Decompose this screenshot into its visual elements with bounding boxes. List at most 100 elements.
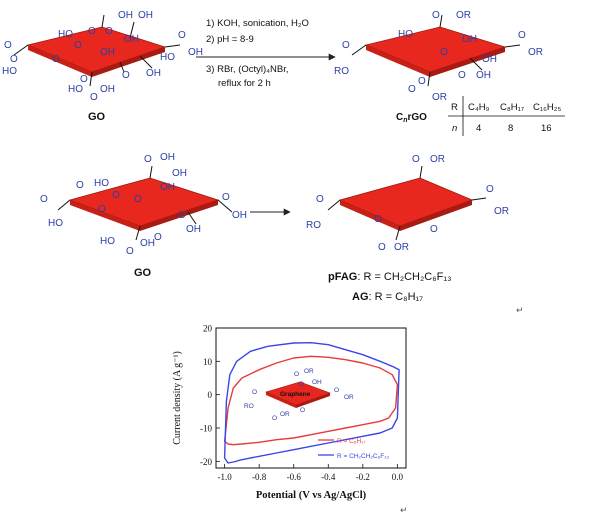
group-label: O (374, 214, 382, 225)
group-label: O (126, 246, 134, 257)
group-label: OH (118, 10, 133, 21)
y-tick-label: -10 (200, 424, 212, 434)
pfag-definition: pFAG: R = CH₂CH₂C₆F₁₃ (328, 271, 452, 283)
group-label: HO (100, 236, 115, 247)
group-label: O (294, 371, 299, 378)
table-cell: 16 (541, 123, 552, 134)
svg-text:OH: OH (118, 10, 133, 21)
go-label-middle: GO (134, 267, 152, 279)
x-axis-label: Potential (V vs Ag/AgCl) (256, 490, 367, 501)
table-cell: C₄H₉ (468, 102, 490, 113)
group-label: O (52, 54, 60, 65)
condition-3: 3) RBr, (Octyl)₄NBr, (206, 64, 289, 75)
group-label: O (432, 10, 440, 21)
group-label: O (316, 194, 324, 205)
group-label: O (144, 154, 152, 165)
table-cell: 4 (476, 123, 481, 134)
x-tick-label: -0.4 (321, 472, 336, 482)
group-label: O (134, 194, 142, 205)
group-label: O (178, 210, 186, 221)
group-label: O (10, 54, 18, 65)
group-label: HO (94, 178, 109, 189)
group-label: RO (334, 66, 349, 77)
table-head-n: n (452, 123, 457, 134)
group-label: OH (140, 238, 155, 249)
table-head-r: R (451, 102, 458, 113)
group-label: OH (100, 84, 115, 95)
group-label: HO (68, 84, 83, 95)
return-mark-bottom: ↵ (400, 505, 408, 515)
group-label: OH (312, 379, 322, 386)
group-label: OR (528, 47, 543, 58)
group-label: OH (124, 34, 139, 45)
x-tick-label: -1.0 (218, 472, 233, 482)
group-label: O (486, 184, 494, 195)
group-label: OR (304, 368, 314, 375)
group-label: O (334, 387, 339, 394)
group-label: HO (58, 29, 73, 40)
group-label: O (518, 30, 526, 41)
y-tick-label: 20 (203, 324, 213, 334)
group-label: O (440, 47, 448, 58)
group-label: O (98, 204, 106, 215)
y-tick-label: -20 (200, 457, 212, 467)
group-label: O (4, 40, 12, 51)
chart-legend: R = C₈H₁₇ R = CH₂CH₂C₆F₁₃ (318, 438, 389, 460)
group-label: OH (100, 47, 115, 58)
pfag-sheet: O OR O OR O RO O O O OR (306, 154, 509, 253)
group-label: O (40, 194, 48, 205)
group-label: OH (146, 68, 161, 79)
group-label: OR (456, 10, 471, 21)
table-cell: C₈H₁₇ (500, 102, 524, 113)
return-mark-middle: ↵ (516, 305, 524, 315)
group-label: OR (494, 206, 509, 217)
group-label: O (458, 70, 466, 81)
condition-2: 2) pH = 8-9 (206, 34, 254, 45)
go-sheet-middle: O OH HO O O OH O O OH HO O O OH O OH HO … (40, 152, 247, 279)
series-line-fluorinated (223, 342, 400, 464)
group-label: O (408, 84, 416, 95)
substituent-table: R n C₄H₉ C₈H₁₇ C₁₆H₂₅ 4 8 16 (448, 96, 565, 136)
cnrgo-sheet: OR O HO OH O OR O RO O OH O OH O OR O Cn… (334, 10, 543, 124)
group-label: OH (186, 224, 201, 235)
group-label: O (122, 70, 130, 81)
group-label: RO (306, 220, 321, 231)
group-label: OH (160, 182, 175, 193)
x-tick-label: 0.0 (392, 472, 404, 482)
group-label: O (252, 389, 257, 396)
group-label: O (299, 381, 304, 388)
group-label: HO (160, 52, 175, 63)
group-label: OH (482, 54, 497, 65)
group-label: HO (2, 66, 17, 77)
cnrgo-label: CnrGO (396, 112, 427, 124)
group-label: O (272, 415, 277, 422)
group-label: O (178, 30, 186, 41)
ag-definition: AG: R = C₈H₁₇ (352, 291, 423, 303)
scheme-1: OH OH HO O O OH O OH O HO O O OH O OH HO… (2, 10, 565, 136)
group-label: O (74, 40, 82, 51)
group-label: OH (160, 152, 175, 163)
group-label: HO (48, 218, 63, 229)
group-label: O (378, 242, 386, 253)
group-label: OH (476, 70, 491, 81)
x-tick-label: -0.2 (356, 472, 370, 482)
group-label: OH (188, 47, 203, 58)
condition-4: reflux for 2 h (218, 78, 271, 89)
group-label: HO (398, 29, 413, 40)
scheme-2: O OH HO O O OH O O OH HO O O OH O OH HO … (40, 152, 524, 315)
go-sheet-left: OH OH HO O O OH O OH O HO O O OH O OH HO… (2, 10, 203, 123)
group-label: O (105, 26, 113, 37)
x-tick-label: -0.6 (287, 472, 302, 482)
group-label: O (88, 26, 96, 37)
group-label: OR (344, 394, 354, 401)
group-label: O (112, 190, 120, 201)
group-label: OR (432, 92, 447, 103)
y-tick-label: 0 (208, 390, 213, 400)
table-cell: C₁₆H₂₅ (533, 102, 561, 113)
series-layer (223, 342, 400, 464)
group-label: OR (430, 154, 445, 165)
x-tick-label: -0.8 (252, 472, 267, 482)
